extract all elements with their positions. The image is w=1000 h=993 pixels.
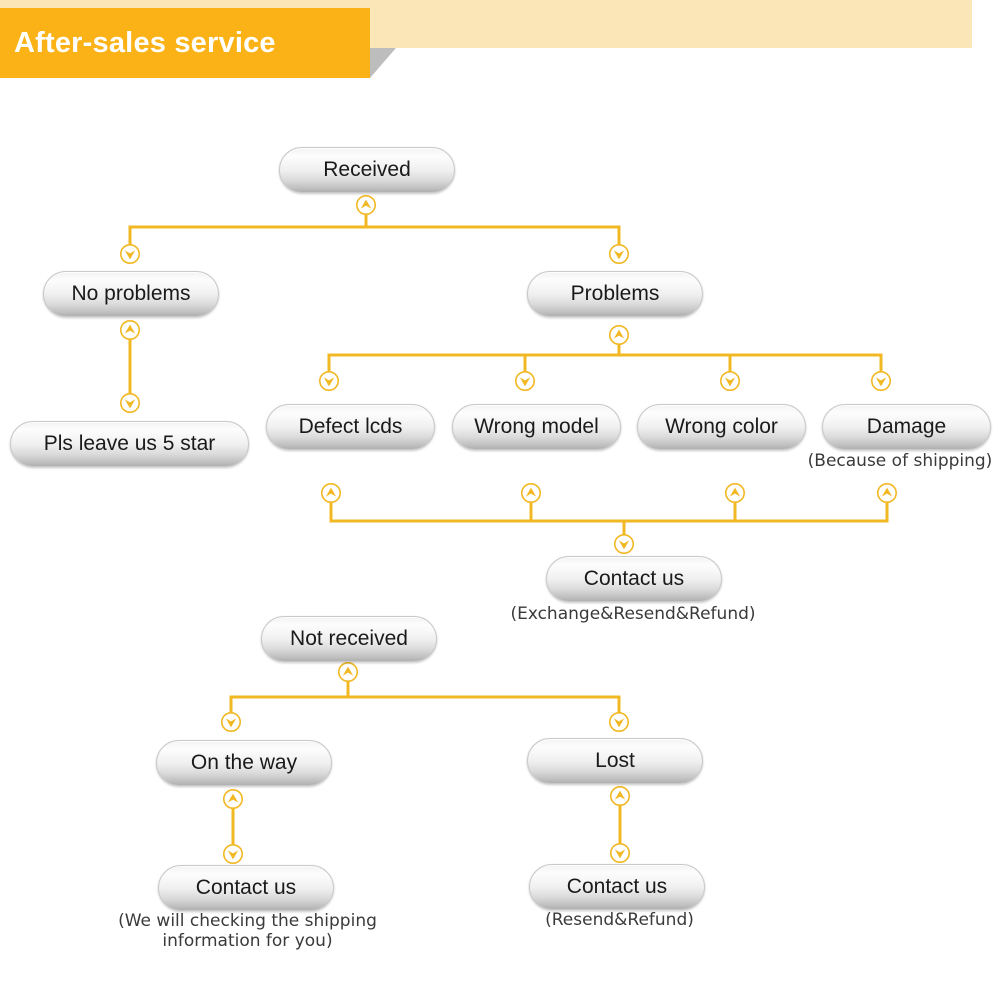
node-label: Wrong color xyxy=(665,415,778,438)
node-label: Lost xyxy=(595,749,635,772)
chevron-up-icon xyxy=(609,785,631,807)
chevron-down-icon xyxy=(613,533,635,555)
chevron-up-icon xyxy=(320,482,342,504)
chevron-up-icon xyxy=(355,194,377,216)
chevron-up-icon xyxy=(222,788,244,810)
chevron-down-icon xyxy=(119,243,141,265)
caption-contact-3-note: (Resend&Refund) xyxy=(545,910,694,930)
caption-damage-note: (Because of shipping) xyxy=(807,451,993,471)
node-label: Wrong model xyxy=(474,415,599,438)
node-label: Pls leave us 5 star xyxy=(43,432,216,455)
node-damage[interactable]: Damage xyxy=(822,404,991,450)
chevron-down-icon xyxy=(318,370,340,392)
node-no-problems[interactable]: No problems xyxy=(43,271,219,317)
node-label: Contact us xyxy=(566,875,668,898)
node-contact-1[interactable]: Contact us xyxy=(546,556,722,602)
node-on-the-way[interactable]: On the way xyxy=(156,740,332,786)
chevron-down-icon xyxy=(609,842,631,864)
caption-contact-2-note: (We will checking the shipping informati… xyxy=(118,911,377,951)
node-label: Damage xyxy=(866,415,947,438)
node-defect-lcds[interactable]: Defect lcds xyxy=(266,404,435,450)
node-label: Defect lcds xyxy=(298,415,403,438)
node-label: Received xyxy=(323,158,411,181)
node-label: On the way xyxy=(190,751,298,774)
chevron-up-icon xyxy=(608,324,630,346)
header-shadow-triangle xyxy=(370,48,396,78)
chevron-down-icon xyxy=(220,711,242,733)
node-label: Contact us xyxy=(195,876,297,899)
node-received[interactable]: Received xyxy=(279,147,455,193)
chevron-up-icon xyxy=(876,482,898,504)
chevron-up-icon xyxy=(119,319,141,341)
chevron-down-icon xyxy=(608,243,630,265)
node-label: Not received xyxy=(290,627,408,650)
chevron-down-icon xyxy=(514,370,536,392)
page-title: After-sales service xyxy=(14,26,276,59)
node-not-received[interactable]: Not received xyxy=(261,616,437,662)
chevron-down-icon xyxy=(719,370,741,392)
caption-contact-1-note: (Exchange&Resend&Refund) xyxy=(510,604,756,624)
node-contact-2[interactable]: Contact us xyxy=(158,865,334,911)
chevron-up-icon xyxy=(724,482,746,504)
chevron-down-icon xyxy=(222,843,244,865)
chevron-up-icon xyxy=(520,482,542,504)
node-wrong-color[interactable]: Wrong color xyxy=(637,404,806,450)
node-lost[interactable]: Lost xyxy=(527,738,703,784)
chevron-down-icon xyxy=(119,392,141,414)
chevron-down-icon xyxy=(608,711,630,733)
node-wrong-model[interactable]: Wrong model xyxy=(452,404,621,450)
chevron-up-icon xyxy=(337,661,359,683)
node-label: No problems xyxy=(71,282,191,305)
chevron-down-icon xyxy=(870,370,892,392)
node-problems[interactable]: Problems xyxy=(527,271,703,317)
page-header: After-sales service xyxy=(0,0,1000,110)
node-five-star[interactable]: Pls leave us 5 star xyxy=(10,421,249,467)
node-label: Contact us xyxy=(583,567,685,590)
node-contact-3[interactable]: Contact us xyxy=(529,864,705,910)
node-label: Problems xyxy=(570,282,660,305)
header-tab: After-sales service xyxy=(0,8,370,78)
